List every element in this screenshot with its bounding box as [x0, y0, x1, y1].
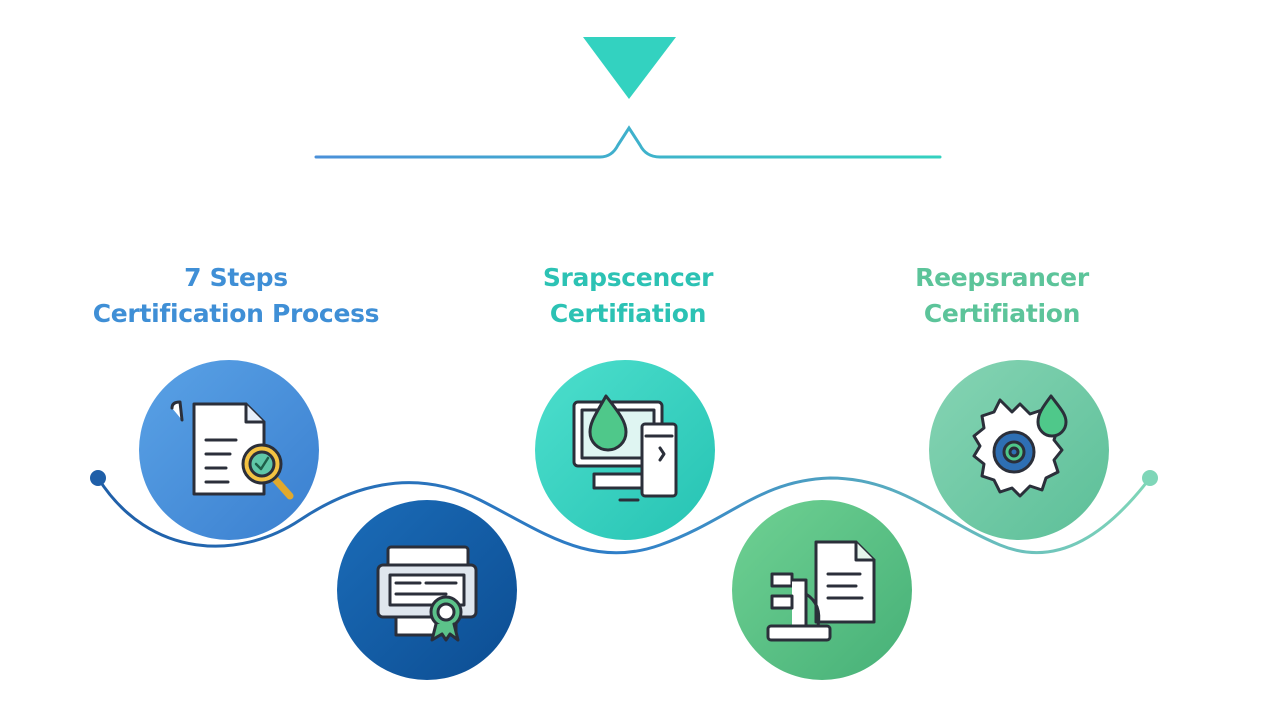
step-1-node[interactable]	[139, 360, 319, 540]
document-magnifier-icon	[170, 400, 294, 500]
step-3-label-line-1: Srapscencer	[542, 263, 714, 292]
top-divider-line	[314, 125, 942, 159]
step-5-label: Reepsrancer Certifiation	[852, 260, 1152, 332]
timeline-start-dot	[90, 470, 106, 486]
wave-timeline	[96, 476, 1152, 555]
step-1-label-line-1: 7 Steps	[184, 263, 288, 292]
step-2-node[interactable]	[337, 500, 517, 680]
droplet-monitor-icon	[572, 394, 678, 502]
certificate-printer-icon	[376, 545, 478, 642]
gear-droplet-icon	[972, 394, 1068, 498]
step-4-node[interactable]	[732, 500, 912, 680]
step-3-node[interactable]	[535, 360, 715, 540]
step-1-label-line-2: Certification Process	[92, 299, 380, 328]
microscope-document-icon	[766, 540, 876, 642]
step-5-label-line-1: Reepsrancer	[915, 263, 1089, 292]
step-3-label-line-2: Certifiation	[549, 299, 707, 328]
top-triangle-marker	[583, 37, 676, 99]
step-5-node[interactable]	[929, 360, 1109, 540]
timeline-end-dot	[1142, 470, 1158, 486]
step-3-label: Srapscencer Certifiation	[468, 260, 788, 332]
step-5-label-line-2: Certifiation	[923, 299, 1081, 328]
step-1-label: 7 Steps Certification Process	[56, 260, 416, 332]
